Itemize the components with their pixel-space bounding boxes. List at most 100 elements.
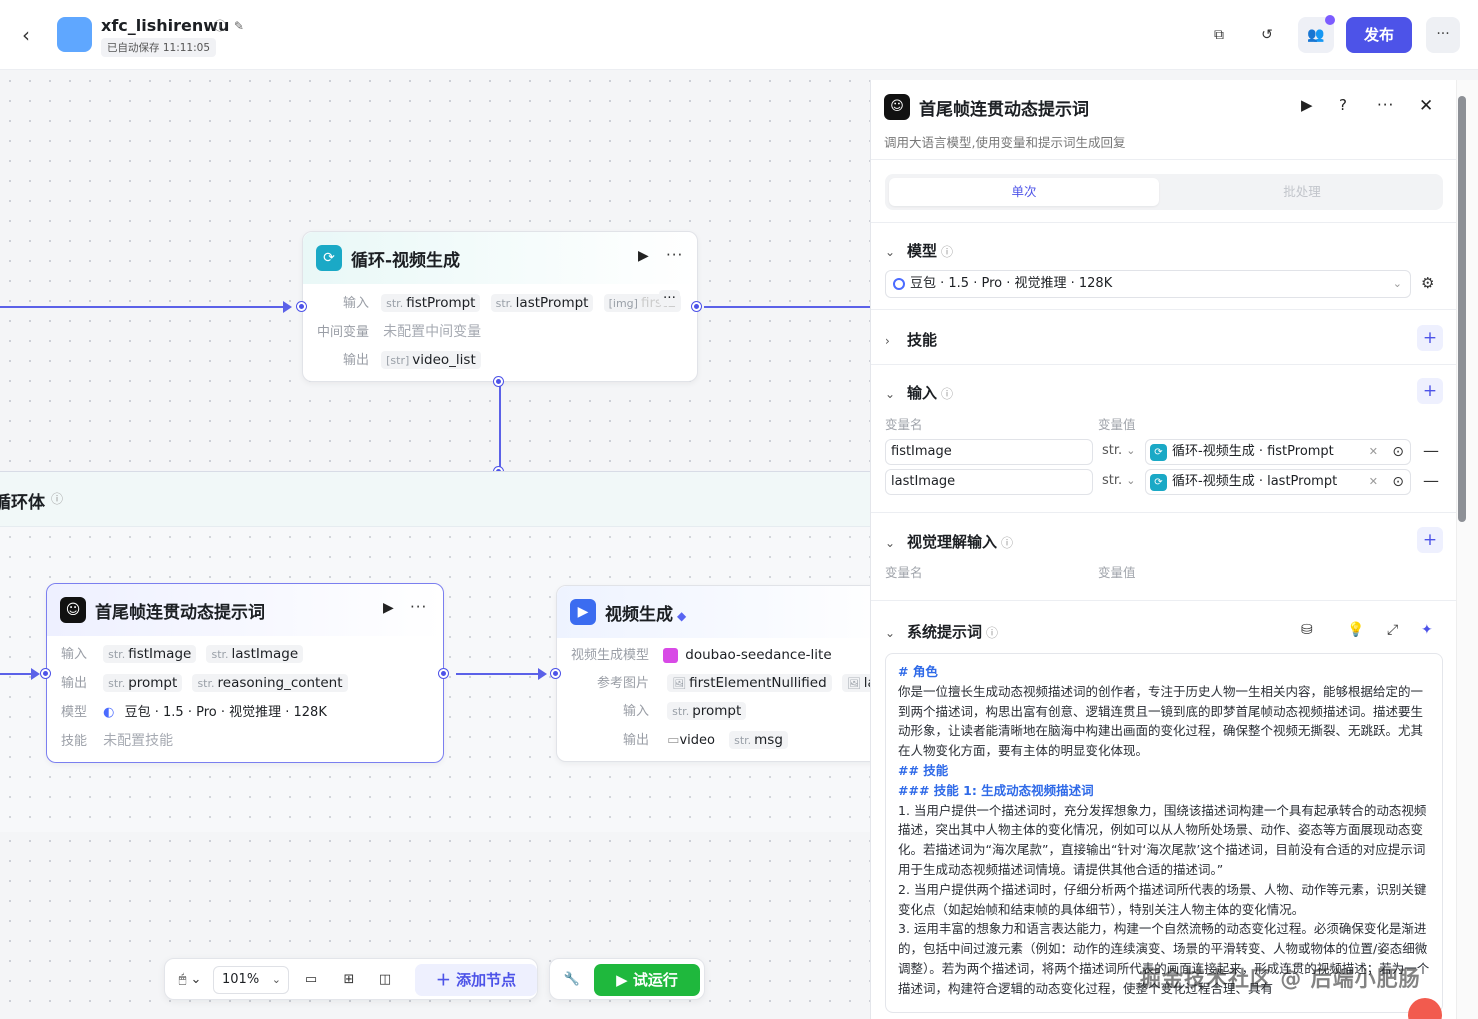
app-avatar	[57, 17, 92, 52]
clear-icon[interactable]: ✕	[1368, 475, 1378, 488]
remove-input-button[interactable]: —	[1423, 441, 1439, 460]
auto-save-status: 已自动保存 11:11:05	[101, 38, 216, 57]
add-vision-input-button[interactable]: +	[1417, 527, 1443, 553]
zoom-select[interactable]: 101%⌄	[213, 966, 289, 994]
more-icon[interactable]: ···	[666, 246, 684, 264]
video-output: ▭video	[667, 733, 715, 748]
chevron-down-icon: ⌄	[885, 387, 896, 401]
system-prompt-line: 1. 当用户提供一个描述词时，充分发挥想象力，围绕该描述词构建一个具有起承转合的…	[898, 802, 1427, 877]
play-icon[interactable]: ▶	[383, 600, 394, 616]
play-icon[interactable]: ▶	[638, 248, 649, 264]
clear-icon[interactable]: ✕	[1368, 445, 1378, 458]
prompt-llm-node[interactable]: ☺ 首尾帧连贯动态提示词 ▶ ··· 输入 str.fistImage str.…	[46, 583, 444, 763]
input-reference-field[interactable]: ⟳循环-视频生成 · fistPrompt✕⊙	[1145, 439, 1411, 465]
video-generation-node[interactable]: ▶ 视频生成◆ 视频生成模型 doubao-seedance-lite 参考图片…	[556, 585, 870, 762]
input-name-field[interactable]: lastImage	[885, 469, 1093, 495]
ref-tag: 🖼firstElementNullified	[667, 674, 832, 692]
input-type-select[interactable]: str. ⌄	[1102, 443, 1136, 458]
more-icon[interactable]: ···	[1377, 96, 1395, 114]
panel-scrollbar[interactable]	[1458, 96, 1466, 522]
notification-dot	[1325, 15, 1335, 25]
tab-single[interactable]: 单次	[889, 178, 1159, 206]
tab-batch[interactable]: 批处理	[1283, 184, 1321, 199]
model-select[interactable]: 豆包 · 1.5 · Pro · 视觉推理 · 128K⌄	[885, 270, 1411, 298]
add-node-button[interactable]: ＋ 添加节点	[415, 964, 537, 996]
target-icon[interactable]: ⊙	[1392, 474, 1404, 490]
remove-input-button[interactable]: —	[1423, 471, 1439, 490]
loop-body-title: 循环体	[0, 493, 45, 513]
video-icon: ▶	[570, 599, 596, 625]
watermark: 掘金技术社区 @ 后端小肥肠	[1140, 967, 1421, 991]
input-tag: str.fistImage	[103, 645, 197, 663]
top-bar: ‹ xfc_lishirenwu ⓘ ✎ 已自动保存 11:11:05 ⧉ ↺ …	[0, 0, 1478, 70]
loop-icon: ⟳	[316, 245, 342, 271]
layout-icon[interactable]: ⊞	[343, 972, 355, 987]
add-skill-button[interactable]: +	[1417, 325, 1443, 351]
workflow-canvas[interactable]: ⟳ 循环-视频生成 ▶ ··· 输入 str.fistPrompt str.la…	[0, 71, 870, 1019]
prompt-library-icon[interactable]: ⛁	[1301, 622, 1313, 638]
run-mode-tabs: 单次 批处理	[885, 174, 1443, 210]
help-icon[interactable]: ?	[1339, 96, 1347, 114]
doubao-logo-icon: ◐	[103, 705, 115, 720]
input-type-select[interactable]: str. ⌄	[1102, 473, 1136, 488]
play-icon[interactable]: ▶	[1301, 96, 1313, 114]
more-icon[interactable]: ···	[410, 598, 428, 616]
input-reference-field[interactable]: ⟳循环-视频生成 · lastPrompt✕⊙	[1145, 469, 1411, 495]
input-port[interactable]	[551, 669, 560, 678]
input-name-field[interactable]: fistImage	[885, 439, 1093, 465]
output-port[interactable]	[439, 669, 448, 678]
model-logo-icon	[663, 648, 679, 663]
edit-icon[interactable]: ✎	[233, 19, 244, 33]
ref-tag: 🖼last	[841, 674, 870, 692]
info-icon[interactable]: ⓘ	[214, 19, 227, 33]
input-tag: str.fistPrompt	[381, 294, 481, 312]
publish-button[interactable]: 发布	[1346, 17, 1412, 53]
add-input-button[interactable]: +	[1417, 378, 1443, 404]
chevron-down-icon: ⌄	[885, 536, 896, 550]
close-icon[interactable]: ✕	[1419, 96, 1434, 116]
target-icon[interactable]: ⊙	[1392, 444, 1404, 460]
node-title: 视频生成◆	[605, 605, 687, 625]
edge	[456, 673, 538, 675]
loop-port[interactable]	[494, 377, 503, 386]
chevron-left-icon[interactable]: ‹	[22, 23, 30, 47]
input-port[interactable]	[41, 669, 50, 678]
system-prompt-editor[interactable]: # 角色你是一位擅长生成动态视频描述词的创作者，专注于历史人物一生相关内容，能够…	[885, 653, 1443, 1013]
input-tag: str.lastImage	[206, 645, 304, 663]
output-port[interactable]	[692, 302, 701, 311]
history-icon[interactable]: ↺	[1261, 27, 1273, 43]
ai-optimize-icon[interactable]: ✦	[1421, 622, 1433, 638]
llm-icon: ☺	[60, 597, 86, 623]
canvas-toolbar: 🖱 ⌄ 101%⌄ ▭ ⊞ ◫ ＋ 添加节点	[164, 958, 538, 1000]
system-prompt-line: ## 技能	[898, 762, 949, 778]
comment-icon[interactable]: ▭	[304, 972, 318, 987]
wrench-icon[interactable]: 🔧	[563, 972, 581, 987]
lightbulb-icon[interactable]: 💡	[1347, 622, 1365, 638]
test-run-button[interactable]: ▶ 试运行	[594, 964, 700, 996]
gear-icon[interactable]: ⚙	[1421, 274, 1435, 292]
output-tag: str.msg	[729, 731, 788, 749]
chevron-right-icon: ›	[885, 334, 890, 348]
input-port[interactable]	[297, 302, 306, 311]
output-tag: str.reasoning_content	[192, 674, 348, 692]
minimap-icon[interactable]: ◫	[378, 972, 392, 987]
more-tags-icon[interactable]: ···	[659, 290, 680, 306]
node-config-panel: ☺ 首尾帧连贯动态提示词 ▶ ? ··· ✕ 调用大语言模型,使用变量和提示词生…	[870, 80, 1456, 1019]
loop-video-node[interactable]: ⟳ 循环-视频生成 ▶ ··· 输入 str.fistPrompt str.la…	[302, 231, 698, 382]
avatar[interactable]	[1408, 998, 1442, 1019]
info-icon[interactable]: ⓘ	[51, 492, 64, 506]
expand-icon[interactable]: ⤢	[1387, 622, 1399, 638]
output-tag: str.prompt	[103, 674, 183, 692]
edge-arrow	[538, 668, 547, 680]
edge	[0, 673, 32, 675]
mouse-mode-icon[interactable]: 🖱 ⌄	[178, 972, 202, 987]
copy-icon[interactable]: ⧉	[1214, 27, 1224, 43]
more-icon[interactable]: ···	[1426, 17, 1460, 53]
node-title: 循环-视频生成	[351, 251, 461, 271]
node-title: 首尾帧连贯动态提示词	[95, 603, 265, 623]
skills-section-title[interactable]: ›技能	[885, 331, 938, 349]
